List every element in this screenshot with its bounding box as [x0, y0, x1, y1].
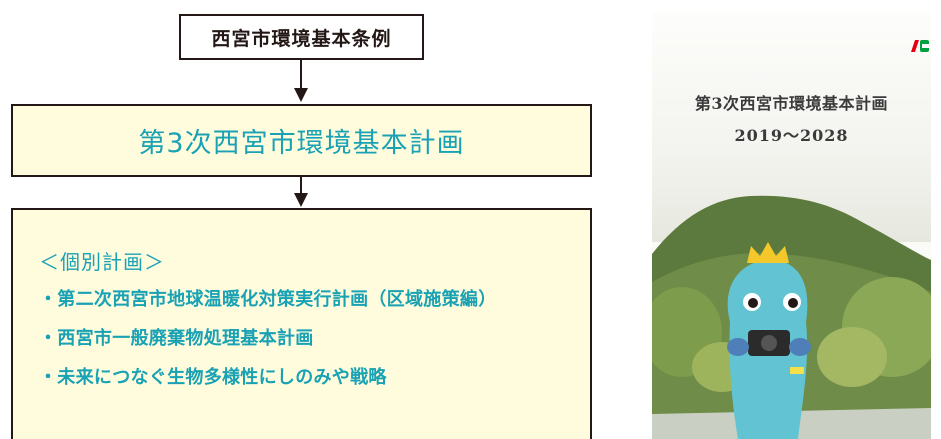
ordinance-label: 西宮市環境基本条例 — [211, 27, 392, 50]
cover-title: 第3次西宮市環境基本計画 — [694, 94, 889, 113]
individual-plan-item: ・第二次西宮市地球温暖化対策実行計画（区域施策編） — [39, 289, 497, 310]
cover-scene-illustration — [652, 195, 931, 439]
individual-plans-list: ・第二次西宮市地球温暖化対策実行計画（区域施策編） ・西宮市一般廃棄物処理基本計… — [39, 288, 497, 405]
down-arrow-2 — [294, 177, 308, 209]
plan-cover-image: 第3次西宮市環境基本計画 2019〜2028 — [652, 12, 931, 439]
environment-plan-box: 第3次西宮市環境基本計画 — [11, 104, 592, 177]
environment-plan-label: 第3次西宮市環境基本計画 — [138, 128, 465, 159]
individual-plans-box: ＜個別計画＞ ・第二次西宮市地球温暖化対策実行計画（区域施策編） ・西宮市一般廃… — [11, 208, 592, 439]
individual-plans-heading: ＜個別計画＞ — [39, 250, 165, 274]
mascot-character — [727, 242, 811, 439]
individual-plan-item: ・西宮市一般廃棄物処理基本計画 — [39, 328, 314, 349]
down-arrow-1 — [294, 60, 308, 104]
individual-plan-item: ・未来につなぐ生物多様性にしのみや戦略 — [39, 367, 387, 388]
cover-years: 2019〜2028 — [734, 126, 849, 145]
ordinance-box: 西宮市環境基本条例 — [179, 14, 424, 60]
city-logo-icon — [911, 40, 929, 52]
